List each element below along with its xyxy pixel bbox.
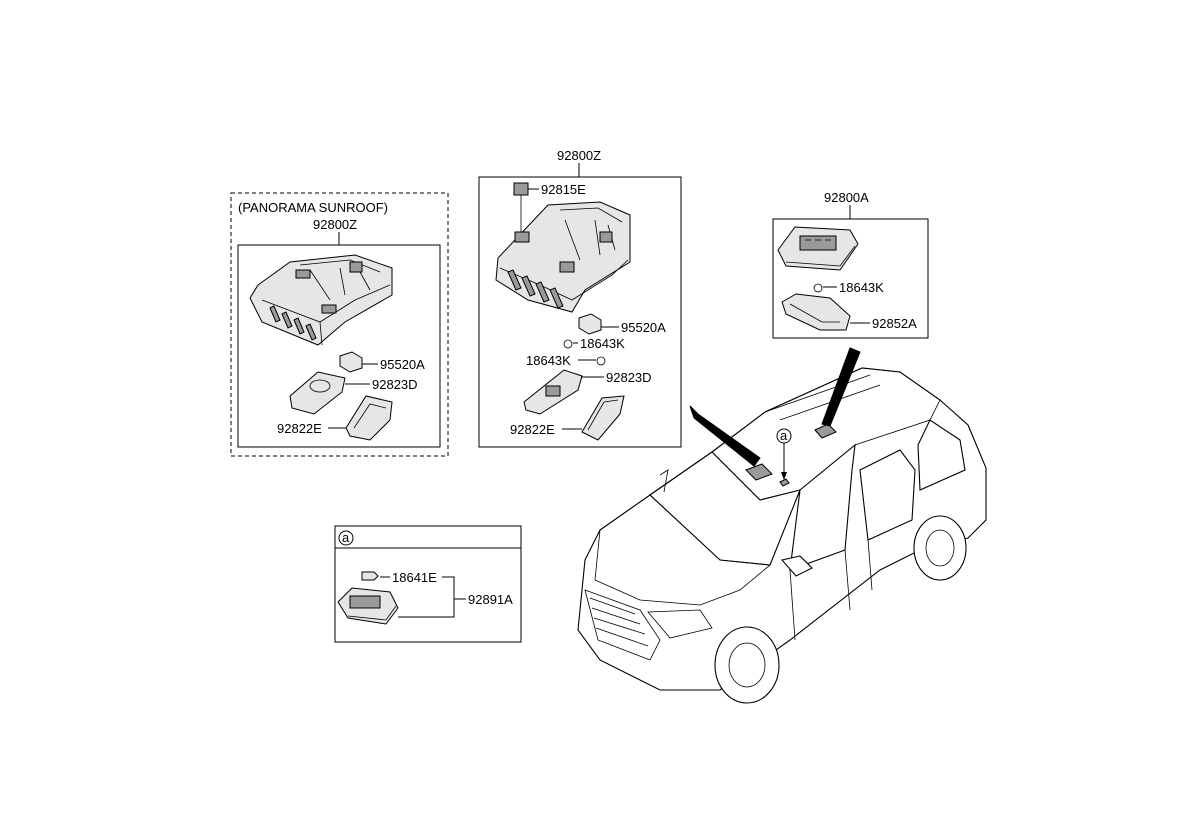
panorama-label-92823d: 92823D: [372, 377, 418, 392]
center-switch-drawing: [578, 313, 602, 335]
panorama-sunroof-group: (PANORAMA SUNROOF) 92800Z 95520A 92823D …: [230, 192, 449, 457]
rear-assembly-label: 92800A: [824, 190, 869, 205]
detail-a-group: a 18641E 92891A: [334, 525, 522, 643]
panorama-switch-drawing: [339, 351, 363, 373]
center-clip-drawing: [513, 182, 529, 196]
rear-label-92852a: 92852A: [872, 316, 917, 331]
detail-a-lamp-drawing: [337, 587, 399, 625]
vehicle-front-lamp-location: [745, 463, 773, 481]
panorama-lens-drawing: [289, 371, 346, 415]
center-label-95520a: 95520A: [621, 320, 666, 335]
vehicle-marker: a: [780, 428, 788, 443]
rear-lamp-drawing: [777, 226, 859, 271]
center-label-18643k-upper: 18643K: [580, 336, 625, 351]
panorama-cover-drawing: [345, 395, 393, 441]
rear-bulb-drawing: [813, 283, 823, 293]
center-cover-drawing: [581, 395, 625, 441]
panorama-console-drawing: [249, 254, 393, 346]
vehicle-front-arrow: [689, 405, 761, 467]
center-label-92815e: 92815E: [541, 182, 586, 197]
panorama-inner-frame: [237, 244, 441, 448]
center-bulb-upper-drawing: [563, 339, 573, 349]
panorama-dashed-frame: [230, 192, 449, 457]
vehicle-rear-arrow: [821, 347, 861, 427]
center-group: 92800Z 92815E 95520A 18643K 18643K: [478, 148, 682, 448]
detail-a-bulb-drawing: [361, 571, 379, 581]
panorama-assembly-label: 92800Z: [313, 217, 357, 232]
rear-frame: [772, 218, 929, 339]
detail-a-marker-circle: [338, 530, 354, 546]
detail-a-marker: a: [342, 530, 350, 545]
center-frame: [478, 176, 682, 448]
rear-label-18643k: 18643K: [839, 280, 884, 295]
center-assembly-label: 92800Z: [557, 148, 601, 163]
vehicle-drawing: a: [577, 347, 987, 704]
rear-group: 92800A 18643K 92852A: [772, 190, 929, 339]
center-label-92822e: 92822E: [510, 422, 555, 437]
center-label-18643k-lower: 18643K: [526, 353, 571, 368]
panorama-label-95520a: 95520A: [380, 357, 425, 372]
center-label-92823d: 92823D: [606, 370, 652, 385]
center-bulb-lower-drawing: [596, 356, 606, 366]
panorama-note: (PANORAMA SUNROOF): [238, 200, 388, 215]
detail-a-frame: [334, 525, 522, 643]
vehicle-rear-lamp-location: [814, 423, 837, 439]
panorama-label-92822e: 92822E: [277, 421, 322, 436]
detail-a-label-18641e: 18641E: [392, 570, 437, 585]
detail-a-label-92891a: 92891A: [468, 592, 513, 607]
rear-lens-drawing: [781, 293, 851, 331]
center-console-drawing: [495, 201, 631, 313]
